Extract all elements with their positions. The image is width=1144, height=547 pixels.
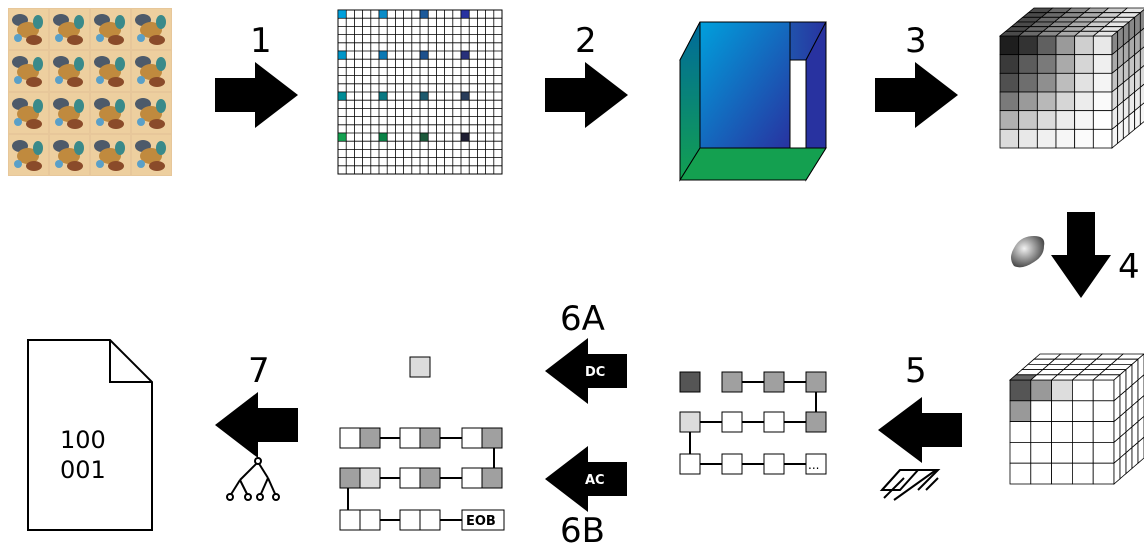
dc-cell [337, 91, 347, 101]
zigzag-cell [763, 411, 785, 433]
coefficient-cube [998, 7, 1144, 149]
dc-cell [419, 9, 429, 19]
step-4-arrow [1051, 212, 1111, 298]
dc-cell [460, 91, 470, 101]
zigzag-connector [689, 381, 817, 465]
photo-tile [91, 93, 130, 133]
zigzag-hatch-icon [879, 469, 941, 501]
step-6b-arrow: AC [545, 446, 627, 512]
eob-block [461, 509, 505, 531]
dc-block [409, 356, 431, 378]
photo-tile [9, 51, 48, 91]
dc-cell [419, 50, 429, 60]
zigzag-cell [805, 453, 827, 475]
quantization-blob-icon [1011, 236, 1045, 268]
output-file-line-1: 100 [60, 426, 106, 454]
zigzag-cell [721, 411, 743, 433]
source-image-tiles [8, 8, 172, 176]
step-6b-label: 6B [560, 511, 605, 547]
ac-pair [399, 467, 441, 489]
dc-cell [378, 9, 388, 19]
ac-tag: AC [585, 473, 605, 488]
block-grid [337, 9, 503, 175]
ac-connector [347, 437, 495, 521]
ac-pair [399, 427, 441, 449]
dc-cell [378, 91, 388, 101]
ac-pair [339, 427, 381, 449]
dc-tag: DC [585, 365, 605, 380]
step-7-arrow [215, 392, 298, 458]
huffman-tree-icon [226, 457, 280, 501]
photo-tile [50, 135, 89, 175]
photo-tile [132, 93, 171, 133]
photo-tile [132, 51, 171, 91]
zigzag-cell [721, 453, 743, 475]
photo-tile [91, 51, 130, 91]
photo-tile [9, 135, 48, 175]
dc-cell [337, 9, 347, 19]
dc-cell [460, 50, 470, 60]
dc-cell [460, 132, 470, 142]
dc-cell [419, 132, 429, 142]
step-4-label: 4 [1118, 247, 1140, 287]
zigzag-cell [679, 453, 701, 475]
dc-cell [378, 132, 388, 142]
step-1-label: 1 [250, 21, 272, 61]
zigzag-cell [679, 371, 701, 393]
ac-pair [461, 427, 503, 449]
ac-pair [399, 509, 441, 531]
step-3-label: 3 [905, 21, 927, 61]
photo-tile [9, 93, 48, 133]
zigzag-cell [721, 371, 743, 393]
photo-tile [132, 9, 171, 49]
photo-tile [91, 9, 130, 49]
eob-label: EOB [466, 514, 496, 529]
dc-cell [419, 91, 429, 101]
photo-tile [50, 93, 89, 133]
dc-cell [337, 50, 347, 60]
zigzag-cell [805, 411, 827, 433]
ac-pair [339, 509, 381, 531]
dc-cell [378, 50, 388, 60]
step-2-arrow [545, 62, 628, 128]
photo-tile [9, 9, 48, 49]
step-2-label: 2 [575, 21, 597, 61]
step-1-arrow [215, 62, 298, 128]
step-7-label: 7 [248, 351, 270, 391]
zigzag-sequence: ... [679, 371, 827, 475]
step-5-label: 5 [905, 351, 927, 391]
ac-pair [461, 467, 503, 489]
output-file-line-2: 001 [60, 456, 106, 484]
photo-tile [91, 135, 130, 175]
photo-tile [50, 9, 89, 49]
quantized-cube [1008, 353, 1144, 485]
dct-cube [679, 21, 827, 182]
step-3-arrow [875, 62, 958, 128]
step-6a-arrow: DC [545, 338, 627, 404]
zigzag-cell [679, 411, 701, 433]
ellipsis-label: ... [808, 458, 819, 472]
zigzag-cell [763, 371, 785, 393]
photo-tile [50, 51, 89, 91]
photo-tile [132, 135, 171, 175]
zigzag-cell [805, 371, 827, 393]
output-file-icon: 100 001 [27, 339, 153, 531]
dc-cell [460, 9, 470, 19]
dc-cell [337, 132, 347, 142]
step-6a-label: 6A [560, 299, 605, 339]
step-5-arrow [878, 397, 962, 463]
encoded-blocks: EOB [339, 356, 505, 531]
ac-pair [339, 467, 381, 489]
zigzag-cell [763, 453, 785, 475]
